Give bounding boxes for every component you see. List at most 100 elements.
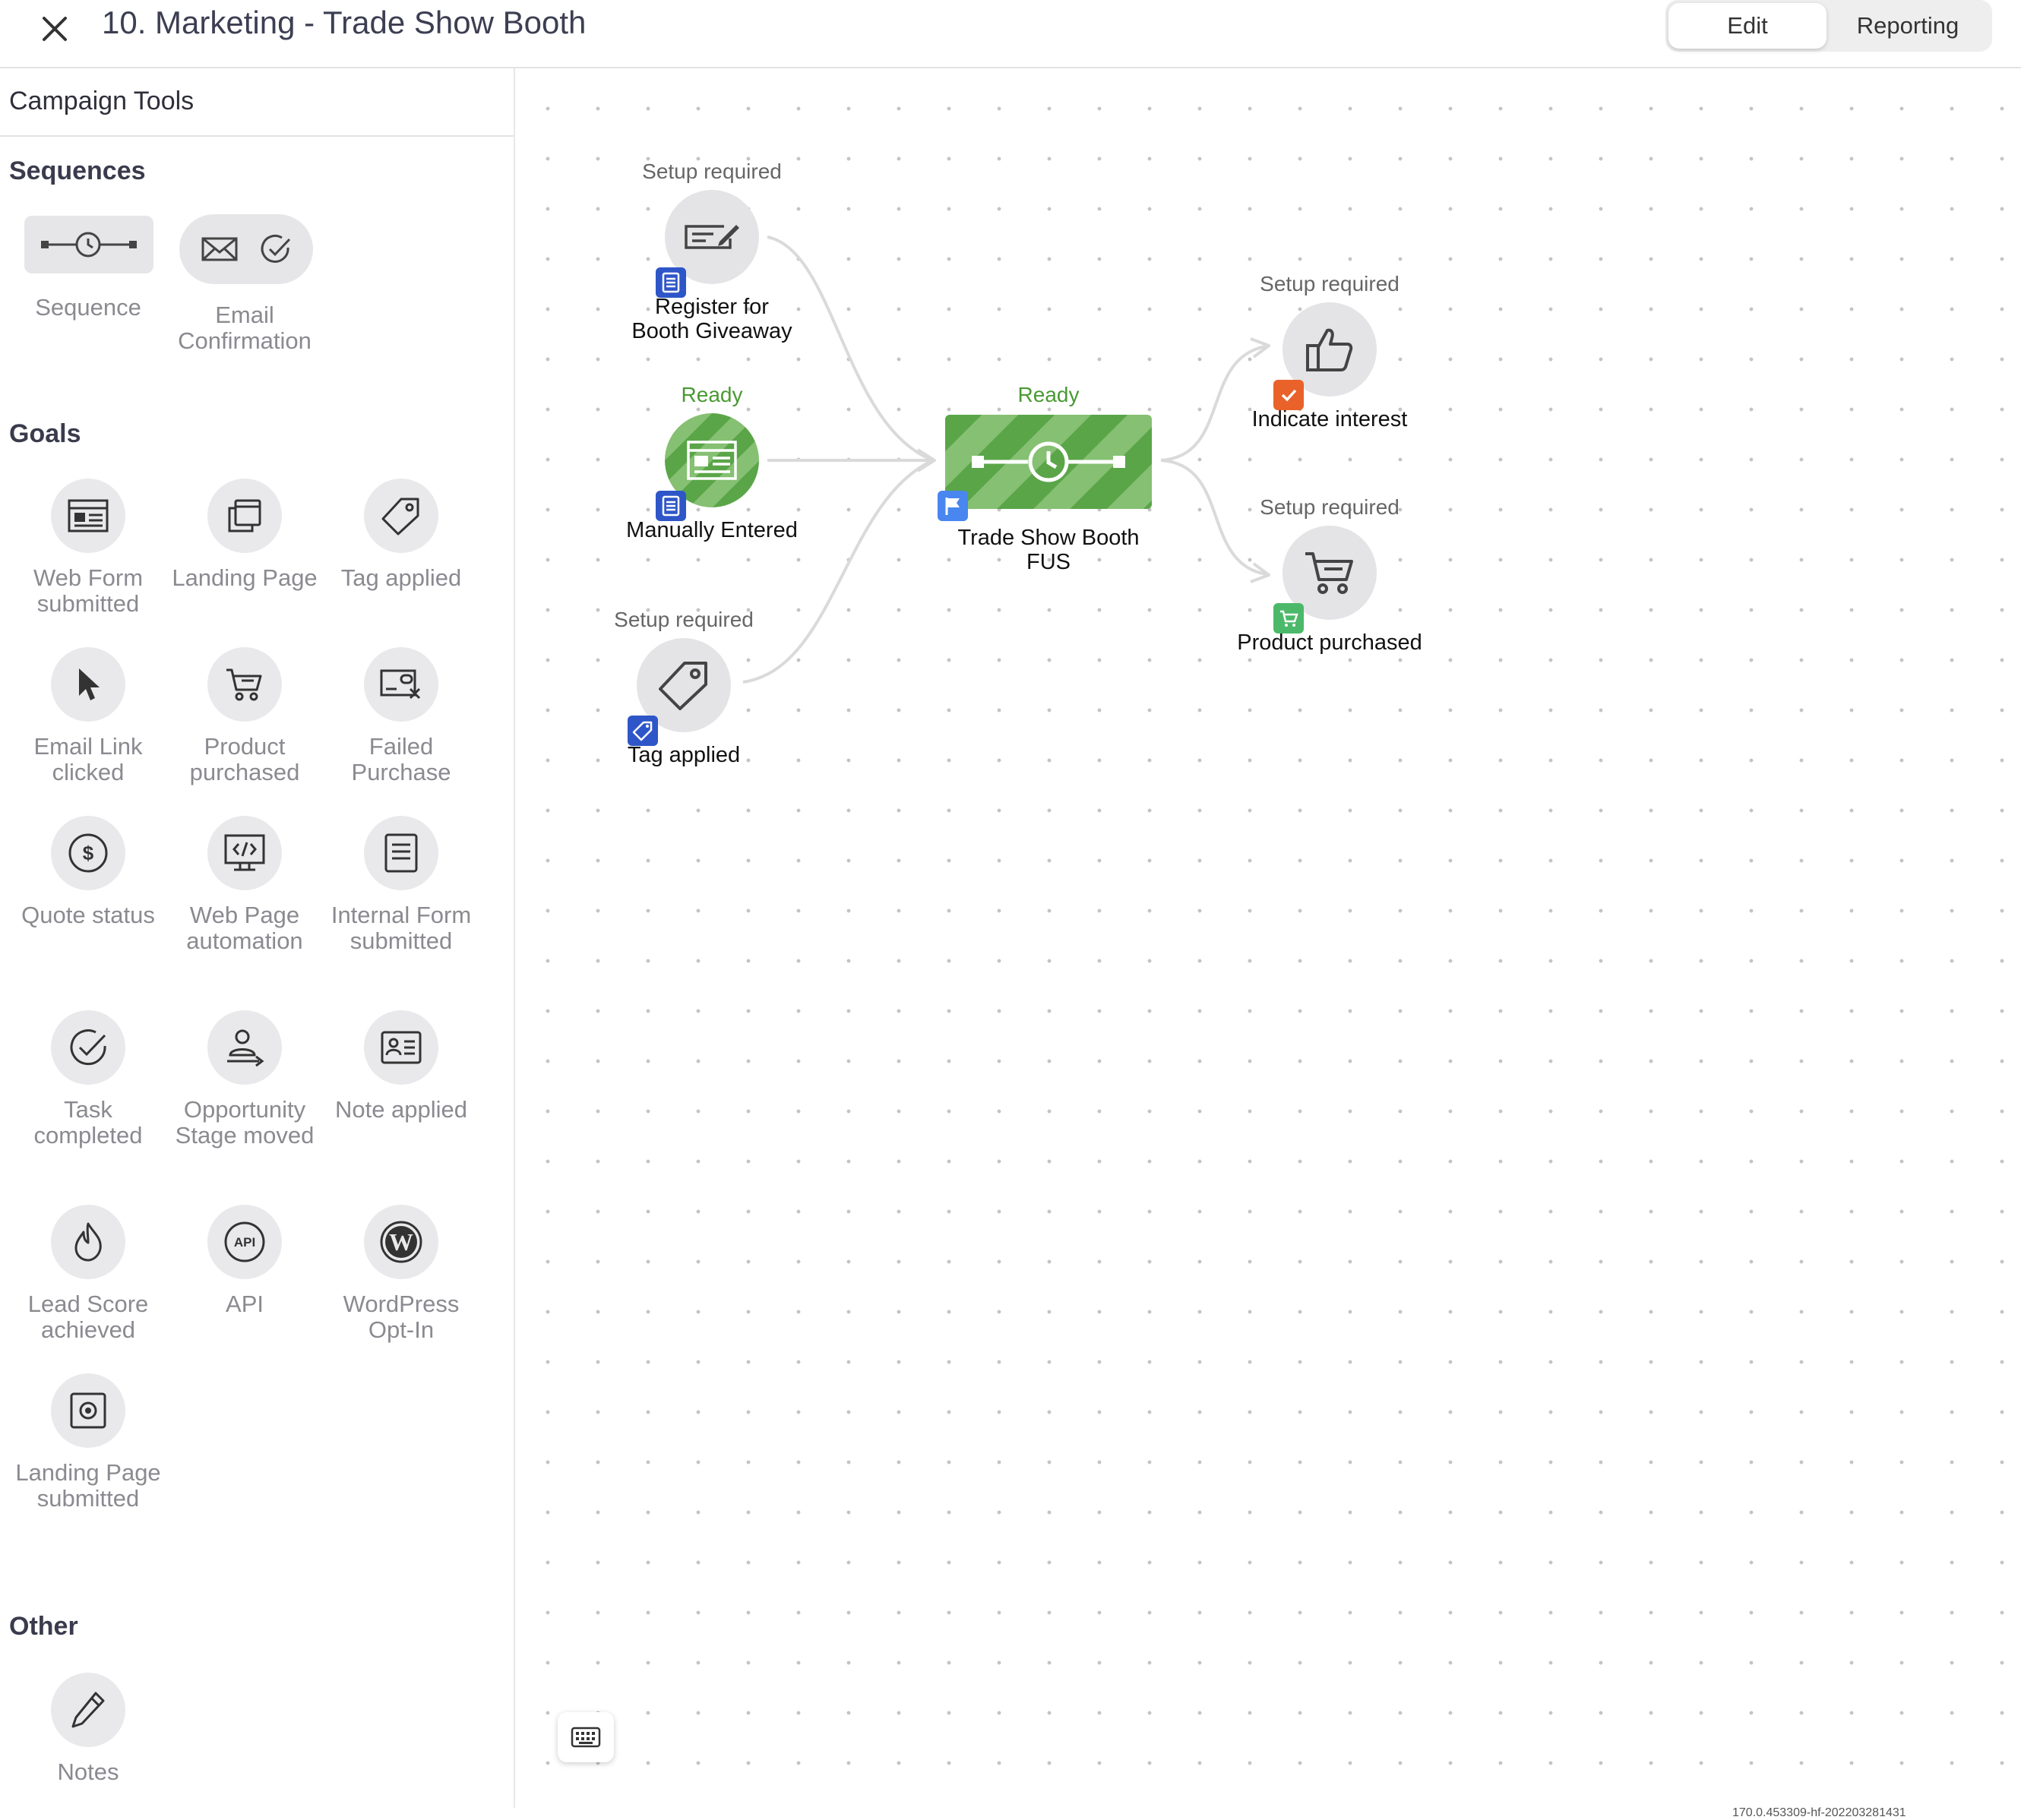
tool-failed-purchase[interactable]: Failed Purchase: [325, 647, 477, 785]
tool-web-form-submitted[interactable]: Web Form submitted: [12, 479, 164, 617]
svg-text:API: API: [234, 1235, 255, 1250]
tool-label: Task completed: [33, 1096, 143, 1149]
node-label: Manually Entered: [626, 518, 798, 542]
node-sequence-status-wrap: Ready: [935, 383, 1162, 407]
tool-quote-status[interactable]: $ Quote status: [12, 816, 164, 928]
reporting-tab[interactable]: Reporting: [1856, 12, 1959, 39]
close-icon[interactable]: [33, 8, 76, 50]
sequence-node-label: Trade Show Booth FUS: [957, 526, 1140, 574]
tool-opportunity-stage-moved[interactable]: Opportunity Stage moved: [169, 1010, 321, 1149]
tool-label: WordPress Opt-In: [343, 1291, 460, 1343]
check-circle-icon: [70, 1029, 106, 1066]
email-confirmation-tool[interactable]: [179, 214, 313, 284]
tag-icon: [381, 498, 419, 536]
tool-web-page-automation[interactable]: Web Page automation: [169, 816, 321, 954]
dollar-icon: $: [68, 833, 108, 873]
node-label: Tag applied: [627, 743, 741, 767]
node-label: Product purchased: [1237, 630, 1422, 655]
svg-text:$: $: [83, 842, 94, 864]
tool-label: Landing Page submitted: [15, 1459, 161, 1512]
section-other: Other: [9, 1612, 78, 1641]
check-circle-icon: [261, 234, 290, 263]
tool-note-applied[interactable]: Note applied: [325, 1010, 477, 1123]
tag-badge-icon: [628, 716, 658, 746]
node-status: Setup required: [1260, 272, 1400, 295]
web-form-icon: [687, 441, 737, 480]
landing-submit-icon: [70, 1392, 106, 1429]
node-label: Register for Booth Giveaway: [631, 295, 792, 343]
section-goals: Goals: [9, 419, 81, 448]
tool-landing-page-submitted[interactable]: Landing Page submitted: [12, 1373, 164, 1512]
mode-toggle: Edit Reporting: [1665, 0, 1992, 52]
tool-lead-score-achieved[interactable]: Lead Score achieved: [12, 1205, 164, 1343]
keyboard-shortcuts-button[interactable]: [558, 1712, 614, 1762]
tool-label: Web Form submitted: [33, 564, 144, 617]
thumbs-up-icon: [1306, 328, 1353, 371]
keyboard-icon: [571, 1727, 601, 1748]
tool-product-purchased[interactable]: Product purchased: [169, 647, 321, 785]
tool-internal-form-submitted[interactable]: Internal Form submitted: [325, 816, 477, 954]
node-status: Ready: [681, 383, 743, 406]
envelope-icon: [201, 237, 237, 261]
flag-badge-icon: [938, 491, 968, 521]
page-title: 10. Marketing - Trade Show Booth: [102, 5, 587, 40]
edit-tab[interactable]: Edit: [1668, 3, 1826, 49]
landing-page-icon: [228, 499, 261, 532]
sequence-icon: [41, 232, 137, 258]
campaign-tools-sidebar: Campaign Tools Sequences Sequence Email …: [0, 68, 515, 1808]
node-indicate-interest[interactable]: Setup required Indicate interest: [1216, 272, 1444, 431]
node-register-booth-giveaway[interactable]: Setup required Register for Booth Giveaw…: [598, 160, 826, 343]
tool-label: API: [226, 1291, 264, 1317]
tool-tag-applied[interactable]: Tag applied: [325, 479, 477, 591]
tool-landing-page[interactable]: Landing Page: [169, 479, 321, 591]
cart-icon: [1305, 552, 1353, 594]
tool-label: Opportunity Stage moved: [175, 1096, 315, 1149]
api-icon: API: [224, 1221, 265, 1262]
section-sequences: Sequences: [9, 156, 146, 185]
tool-label: Notes: [57, 1758, 119, 1785]
wordpress-icon: W: [380, 1221, 422, 1263]
sequence-tool-label: Sequence: [35, 294, 141, 321]
node-status: Setup required: [1260, 495, 1400, 519]
tool-label: Internal Form submitted: [331, 902, 472, 954]
tool-label: Failed Purchase: [351, 733, 451, 785]
pencil-icon: [71, 1692, 105, 1728]
flame-icon: [74, 1222, 102, 1262]
tool-label: Note applied: [334, 1096, 468, 1123]
tool-wordpress-opt-in[interactable]: W WordPress Opt-In: [325, 1205, 477, 1343]
node-status: Ready: [1017, 383, 1080, 406]
tool-label: Landing Page: [172, 564, 318, 591]
svg-text:W: W: [389, 1228, 413, 1256]
node-product-purchased[interactable]: Setup required Product purchased: [1216, 495, 1444, 655]
checkbox-badge-icon: [1273, 380, 1304, 410]
failed-card-icon: [380, 669, 421, 700]
cart-badge-icon: [1273, 603, 1304, 634]
form-badge-icon: [656, 491, 686, 521]
form-edit-icon: [685, 225, 739, 249]
tool-label: Quote status: [21, 902, 155, 928]
node-status: Setup required: [614, 608, 754, 631]
node-trade-show-booth-fus[interactable]: [938, 415, 1152, 521]
tool-label: Email Link clicked: [33, 733, 143, 785]
tag-icon: [659, 662, 707, 710]
tool-email-link-clicked[interactable]: Email Link clicked: [12, 647, 164, 785]
divider: [0, 135, 514, 137]
node-tag-applied[interactable]: Setup required Tag applied: [570, 608, 798, 767]
cart-icon: [226, 668, 262, 701]
node-status: Setup required: [642, 160, 782, 183]
tool-label: Product purchased: [189, 733, 300, 785]
sequence-icon: [972, 441, 1125, 482]
sequence-tool[interactable]: [24, 216, 153, 273]
node-manually-entered[interactable]: Ready Manually Entered: [598, 383, 826, 542]
stage-icon: [227, 1029, 264, 1067]
tool-task-completed[interactable]: Task completed: [12, 1010, 164, 1149]
tool-label: Lead Score achieved: [27, 1291, 149, 1343]
web-form-icon: [68, 499, 109, 532]
tool-notes[interactable]: Notes: [12, 1673, 164, 1785]
tool-label: Tag applied: [340, 564, 462, 591]
sidebar-heading: Campaign Tools: [9, 87, 195, 115]
email-confirmation-label: Email Confirmation: [178, 302, 312, 354]
cursor-icon: [79, 668, 100, 700]
node-label: Indicate interest: [1251, 407, 1408, 431]
tool-api[interactable]: API API: [169, 1205, 321, 1317]
